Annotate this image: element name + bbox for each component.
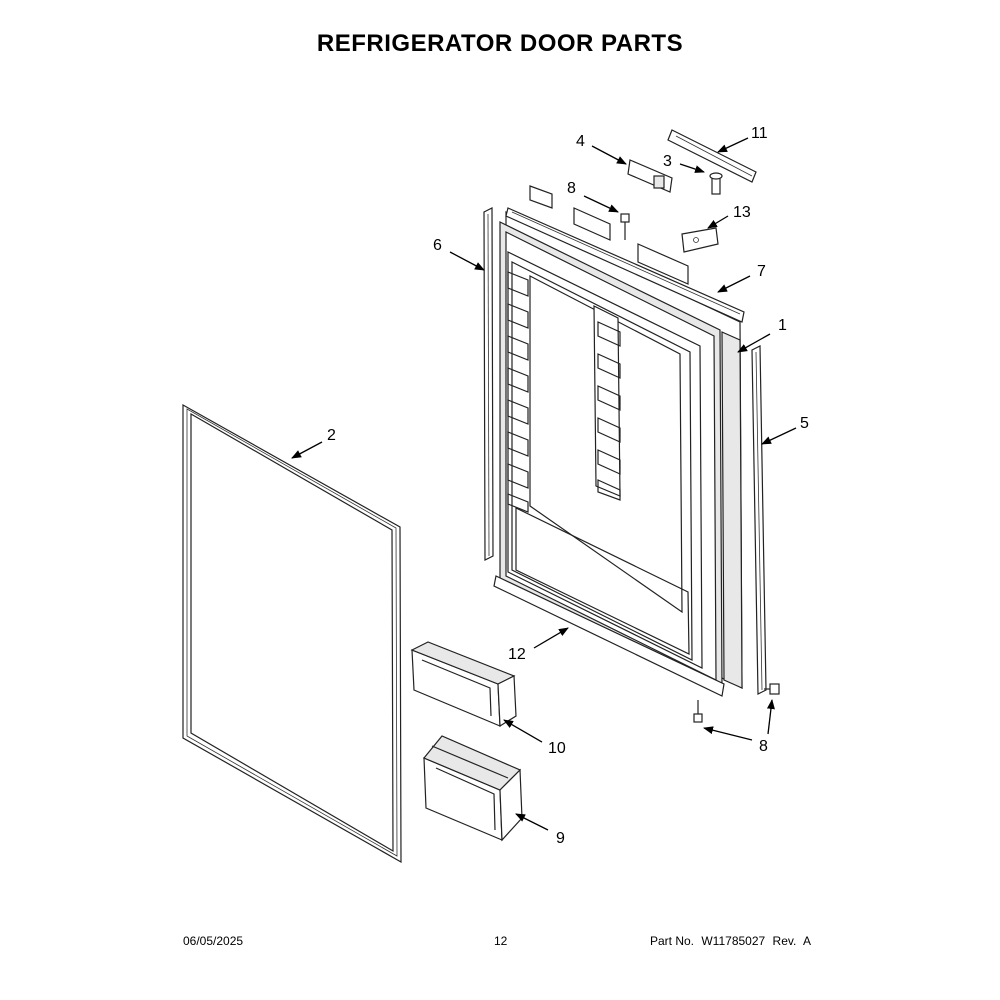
leader-13 xyxy=(707,215,729,229)
right-trim-part-5 xyxy=(751,345,767,695)
page-title: REFRIGERATOR DOOR PARTS xyxy=(316,30,684,57)
hinge-cover-part-11 xyxy=(667,129,757,183)
callout-12: 12 xyxy=(508,646,526,663)
callout-9: 9 xyxy=(556,830,565,847)
leader-2 xyxy=(291,441,323,459)
footer-page-number: 12 xyxy=(494,934,508,948)
part-number: W11785027 xyxy=(701,934,766,948)
rev-label: Rev. xyxy=(772,934,797,948)
door-closer-part-4 xyxy=(627,159,673,193)
leader-5 xyxy=(761,427,797,445)
callout-1: 1 xyxy=(778,317,787,334)
leader-12 xyxy=(533,627,569,649)
top-trim-part-7 xyxy=(505,207,745,323)
door-liner-part-1 xyxy=(499,211,743,689)
leader-8b xyxy=(703,726,753,741)
footer-date: 06/05/2025 xyxy=(183,934,244,948)
leader-10 xyxy=(503,719,543,743)
left-trim-part-6 xyxy=(483,207,494,561)
top-brackets xyxy=(529,185,689,285)
door-bin-part-9 xyxy=(423,735,523,842)
callout-10: 10 xyxy=(548,740,566,757)
left-shelf-tabs xyxy=(507,271,529,513)
leader-1 xyxy=(737,333,771,353)
callout-4: 4 xyxy=(576,133,585,150)
callout-5: 5 xyxy=(800,415,809,432)
callout-labels: 1 2 3 4 5 6 7 8 8 9 10 11 12 13 xyxy=(327,125,809,847)
leader-11 xyxy=(717,137,749,153)
footer-part-number: Part No. W11785027 Rev. A xyxy=(650,934,815,948)
leader-8c xyxy=(766,699,775,735)
callout-11: 11 xyxy=(751,125,768,142)
callout-7: 7 xyxy=(757,263,766,280)
leader-8a xyxy=(583,195,619,213)
leader-7 xyxy=(717,275,751,293)
center-shelf-tabs xyxy=(593,305,621,501)
door-gasket-part-2 xyxy=(182,403,402,864)
screw-part-8-bottom xyxy=(693,700,703,723)
door-bin-part-10 xyxy=(410,641,517,728)
screw-part-8-side xyxy=(764,683,780,695)
bottom-trim-part-12 xyxy=(493,575,725,697)
callout-13: 13 xyxy=(733,204,751,221)
callout-2: 2 xyxy=(327,427,336,444)
callout-3: 3 xyxy=(663,153,672,170)
screw-part-8-top xyxy=(620,213,630,240)
rev-value: A xyxy=(803,934,812,948)
callout-8-top: 8 xyxy=(567,180,576,197)
leader-6 xyxy=(449,251,485,271)
part-label: Part No. xyxy=(650,934,695,948)
callout-6: 6 xyxy=(433,237,442,254)
leader-arrows xyxy=(291,137,797,831)
hinge-bracket-part-13 xyxy=(681,227,719,253)
hinge-pin-part-3 xyxy=(709,172,723,195)
callout-8-bottom: 8 xyxy=(759,738,768,755)
leader-9 xyxy=(515,813,549,831)
leader-4 xyxy=(591,145,627,165)
leader-3 xyxy=(679,163,705,173)
